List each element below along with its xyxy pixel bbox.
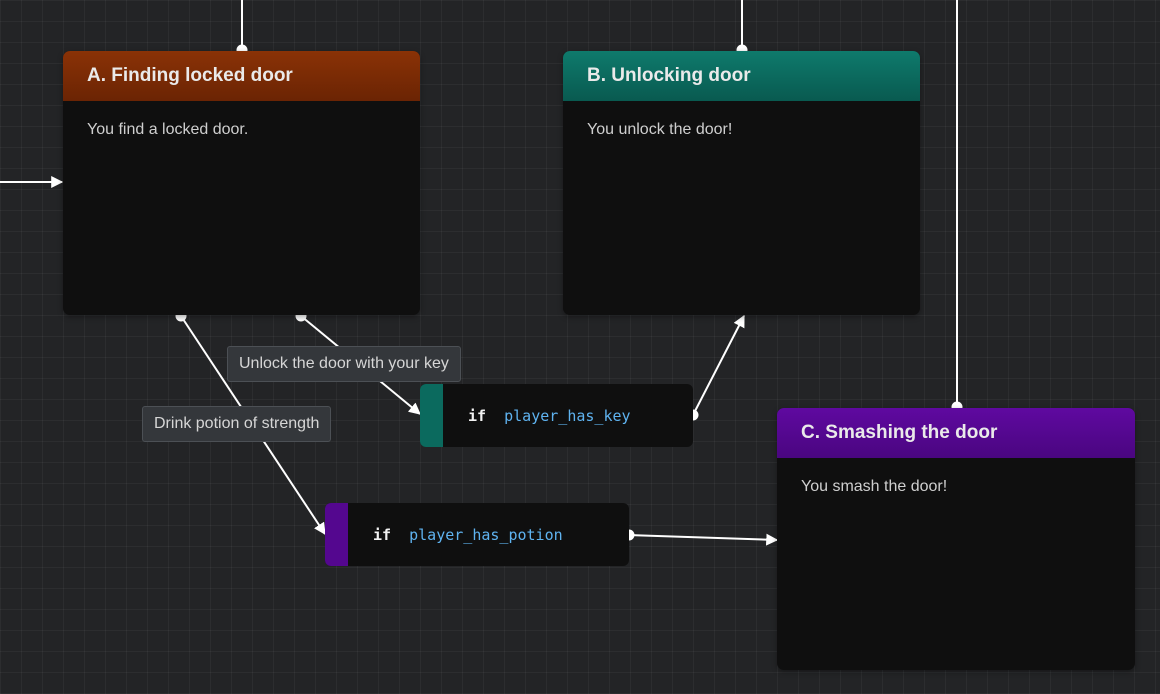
node-a-body: You find a locked door. <box>87 121 249 138</box>
node-a-title: A. Finding locked door <box>87 65 293 86</box>
condition-key-variable: player_has_key <box>504 406 631 425</box>
choice-label-drink[interactable]: Drink potion of strength <box>142 406 332 442</box>
condition-potion-color-strip <box>325 503 348 566</box>
node-c-title: C. Smashing the door <box>801 422 998 443</box>
node-b-header[interactable]: B. Unlocking door <box>563 51 920 101</box>
choice-label-unlock[interactable]: Unlock the door with your key <box>227 346 461 382</box>
node-a-header[interactable]: A. Finding locked door <box>63 51 420 101</box>
link-potion-to-c <box>628 533 779 546</box>
condition-player-has-potion[interactable]: if player_has_potion <box>325 503 629 566</box>
node-c[interactable]: C. Smashing the door You smash the door! <box>777 408 1135 670</box>
node-b-title: B. Unlocking door <box>587 65 751 86</box>
condition-potion-expression: if player_has_potion <box>348 526 563 544</box>
condition-potion-keyword: if <box>373 525 392 544</box>
condition-player-has-key[interactable]: if player_has_key <box>420 384 693 447</box>
node-a[interactable]: A. Finding locked door You find a locked… <box>63 51 420 315</box>
node-b-body: You unlock the door! <box>587 121 733 138</box>
link-key-to-b <box>692 314 745 416</box>
condition-key-expression: if player_has_key <box>443 407 631 425</box>
node-b[interactable]: B. Unlocking door You unlock the door! <box>563 51 920 315</box>
condition-potion-variable: player_has_potion <box>409 525 563 544</box>
condition-key-keyword: if <box>468 406 487 425</box>
node-c-body: You smash the door! <box>801 478 948 495</box>
condition-key-color-strip <box>420 384 443 447</box>
node-c-header[interactable]: C. Smashing the door <box>777 408 1135 458</box>
